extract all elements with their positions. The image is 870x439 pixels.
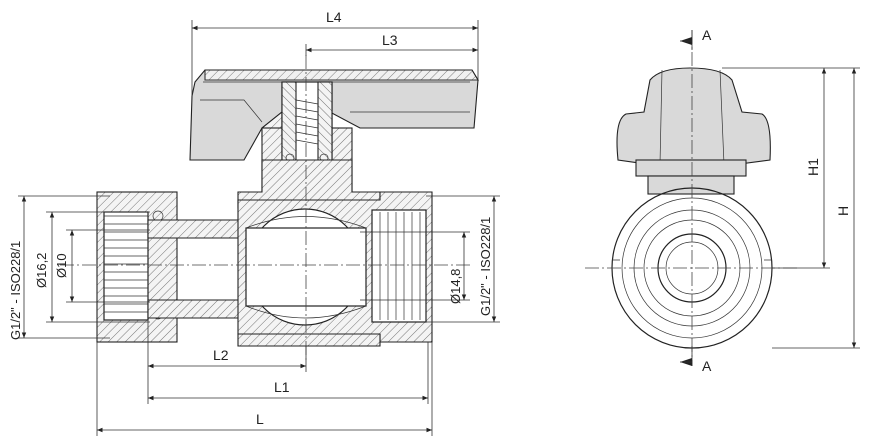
label-section-bottom: A [702, 358, 712, 374]
label-L1: L1 [274, 379, 290, 395]
side-view [585, 30, 800, 366]
label-H: H [835, 206, 851, 216]
dimension-lines [18, 20, 500, 436]
label-dia-16-2: Ø16,2 [34, 253, 49, 288]
section-view [60, 55, 479, 360]
label-thread-right: G1/2" - ISO228/1 [478, 217, 493, 316]
valve-body-bottom [237, 333, 381, 347]
height-dimensions [722, 67, 860, 349]
label-L: L [256, 411, 264, 427]
label-H1: H1 [805, 158, 821, 176]
label-dia-10: Ø10 [54, 253, 69, 278]
label-L4: L4 [326, 9, 342, 25]
label-L3: L3 [382, 32, 398, 48]
label-thread-left: G1/2" - ISO228/1 [8, 241, 23, 340]
valve-body [237, 191, 433, 343]
label-section-top: A [702, 27, 712, 43]
left-nut [96, 191, 178, 343]
section-markers [680, 30, 693, 366]
side-handle [616, 67, 771, 177]
label-L2: L2 [213, 347, 229, 363]
label-dia-14-8: Ø14,8 [448, 269, 463, 304]
